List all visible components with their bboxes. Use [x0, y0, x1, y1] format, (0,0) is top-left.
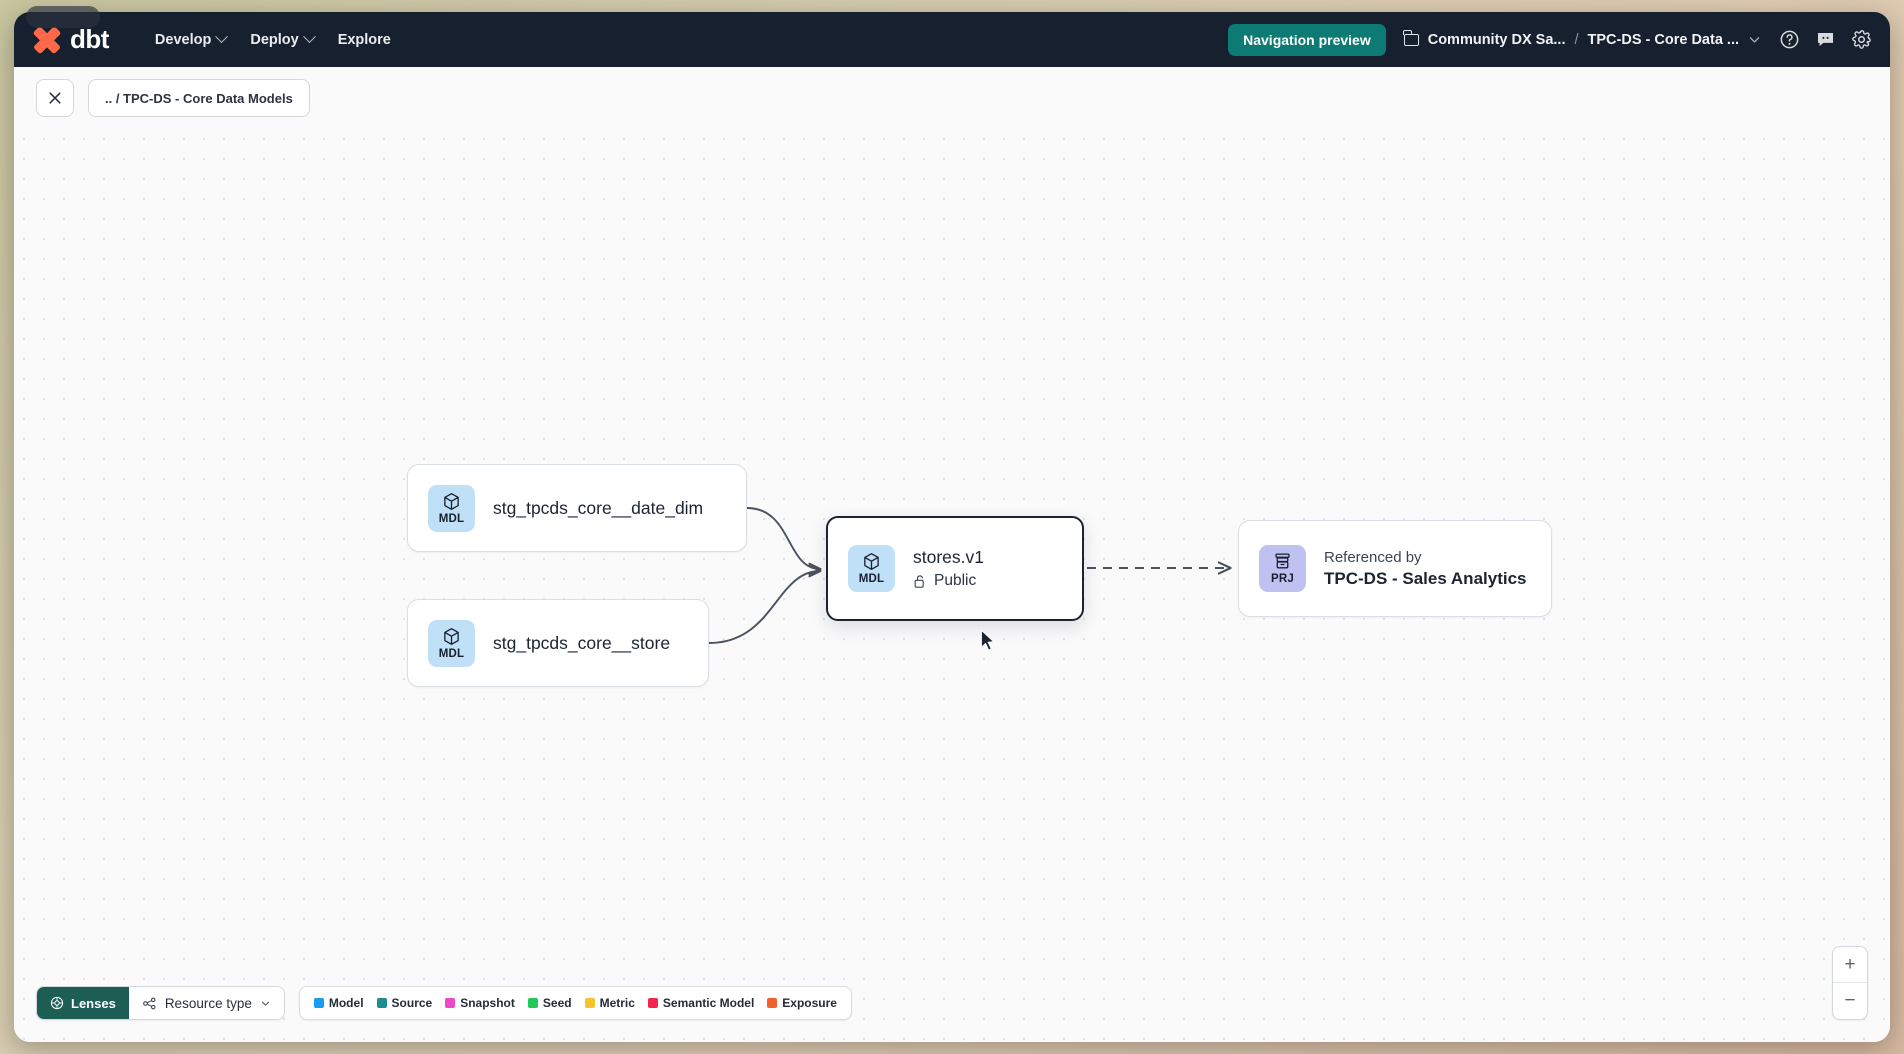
settings-icon[interactable] [1851, 29, 1872, 50]
lenses-icon [50, 996, 64, 1010]
top-navigation-bar: dbt Develop Deploy Explore Navigation pr… [14, 12, 1890, 67]
project-badge-label: PRJ [1271, 573, 1294, 586]
graph-node-stg-date-dim[interactable]: MDL stg_tpcds_core__date_dim [407, 464, 747, 552]
legend-item[interactable]: Seed [527, 996, 572, 1010]
dbt-logo[interactable]: dbt [32, 24, 109, 55]
node-text-block: stg_tpcds_core__store [493, 633, 670, 654]
nav-item-develop[interactable]: Develop [143, 25, 238, 55]
node-title: TPC-DS - Sales Analytics [1324, 568, 1527, 588]
project-badge: PRJ [1259, 545, 1306, 592]
model-badge-label: MDL [858, 573, 885, 586]
lens-control-group: Lenses Resource type [36, 986, 285, 1020]
legend-swatch-icon [584, 998, 595, 1008]
legend-item[interactable]: Semantic Model [647, 996, 755, 1010]
folder-icon [1403, 30, 1419, 46]
nav-item-deploy-label: Deploy [250, 31, 299, 48]
resource-type-label: Resource type [164, 995, 252, 1011]
lineage-edges [708, 507, 1890, 644]
model-badge: MDL [848, 545, 895, 592]
legend-label: Exposure [782, 996, 837, 1010]
legend-label: Metric [599, 996, 635, 1010]
node-title: stg_tpcds_core__date_dim [493, 497, 704, 518]
account-project-breadcrumb[interactable]: Community DX Sa... / TPC-DS - Core Data … [1403, 30, 1761, 48]
model-badge-label: MDL [438, 647, 465, 660]
legend-item[interactable]: Exposure [767, 996, 837, 1010]
lineage-bottom-bar: Lenses Resource type Model Source Snapshot… [36, 986, 852, 1020]
zoom-in-button[interactable]: + [1833, 947, 1867, 983]
legend-item[interactable]: Snapshot [445, 996, 515, 1010]
nodes-icon [142, 997, 156, 1009]
brand-name: dbt [70, 24, 109, 54]
nav-item-develop-label: Develop [154, 31, 212, 48]
legend-swatch-icon [445, 998, 456, 1008]
graph-node-stores-v1[interactable]: MDL stores.v1 Public [826, 516, 1084, 621]
zoom-out-button[interactable]: − [1844, 990, 1856, 1011]
edge-store-to-stores [708, 571, 820, 644]
top-nav-icon-group [1779, 29, 1872, 50]
chevron-down-icon[interactable] [1748, 33, 1761, 46]
legend-swatch-icon [647, 998, 658, 1008]
model-badge: MDL [428, 619, 475, 667]
unlock-icon [914, 574, 924, 588]
cube-icon [864, 553, 879, 571]
legend-label: Semantic Model [662, 996, 755, 1010]
node-title: stores.v1 [913, 547, 984, 567]
close-button[interactable] [36, 79, 74, 117]
window-tab-nub [26, 6, 100, 28]
nav-item-explore[interactable]: Explore [326, 25, 403, 55]
graph-node-referenced-by-project[interactable]: PRJ Referenced by TPC-DS - Sales Analyti… [1238, 520, 1552, 617]
zoom-controls: + − [1832, 946, 1868, 1020]
legend-item[interactable]: Metric [584, 996, 635, 1010]
legend-label: Snapshot [460, 996, 515, 1010]
legend-label: Model [328, 996, 364, 1010]
breadcrumb[interactable]: .. / TPC-DS - Core Data Models [88, 79, 310, 117]
legend-item[interactable]: Source [376, 996, 433, 1010]
legend-item[interactable]: Model [313, 996, 364, 1010]
legend-label: Seed [542, 996, 572, 1010]
archive-icon [1275, 553, 1290, 569]
app-window: dbt Develop Deploy Explore Navigation pr… [14, 12, 1890, 1042]
node-title: stg_tpcds_core__store [493, 632, 671, 653]
node-text-block: stores.v1 Public [913, 547, 984, 590]
account-name: Community DX Sa... [1427, 31, 1566, 48]
lineage-toolbar: .. / TPC-DS - Core Data Models [14, 67, 1890, 129]
nav-item-deploy[interactable]: Deploy [238, 25, 325, 55]
project-name: TPC-DS - Core Data ... [1587, 31, 1739, 48]
model-badge-label: MDL [438, 512, 465, 525]
help-icon[interactable] [1779, 29, 1800, 50]
cube-icon [444, 627, 459, 645]
nav-item-explore-label: Explore [337, 31, 391, 48]
chevron-down-icon [215, 30, 229, 44]
node-text-block: stg_tpcds_core__date_dim [493, 498, 703, 519]
dbt-x-icon [32, 25, 62, 55]
node-text-block: Referenced by TPC-DS - Sales Analytics [1324, 549, 1527, 589]
legend-label: Source [391, 996, 433, 1010]
feedback-icon[interactable] [1815, 29, 1836, 50]
model-badge: MDL [428, 484, 475, 532]
legend-swatch-icon [376, 998, 387, 1008]
resource-type-dropdown[interactable]: Resource type [128, 987, 284, 1019]
legend-swatch-icon [767, 998, 778, 1008]
node-access-label: Public [934, 572, 977, 589]
graph-node-stg-store[interactable]: MDL stg_tpcds_core__store [407, 599, 709, 687]
close-icon [49, 92, 61, 104]
legend-swatch-icon [527, 998, 538, 1008]
navigation-preview-button[interactable]: Navigation preview [1228, 23, 1386, 56]
chevron-down-icon [302, 30, 316, 44]
legend-swatch-icon [313, 998, 324, 1008]
lineage-canvas[interactable]: MDL stg_tpcds_core__date_dim MDL stg_tpc… [14, 129, 1890, 1042]
cube-icon [444, 492, 459, 510]
lenses-button[interactable]: Lenses [37, 987, 129, 1019]
node-access-row: Public [913, 572, 984, 590]
chevron-down-icon [261, 1001, 269, 1006]
resource-type-legend: Model Source Snapshot Seed Metric Semantic Mo… [298, 986, 852, 1020]
edge-date-dim-to-stores [746, 507, 820, 569]
breadcrumb-separator: / [1574, 31, 1579, 48]
node-eyebrow: Referenced by [1324, 548, 1422, 566]
lenses-label: Lenses [71, 995, 116, 1011]
